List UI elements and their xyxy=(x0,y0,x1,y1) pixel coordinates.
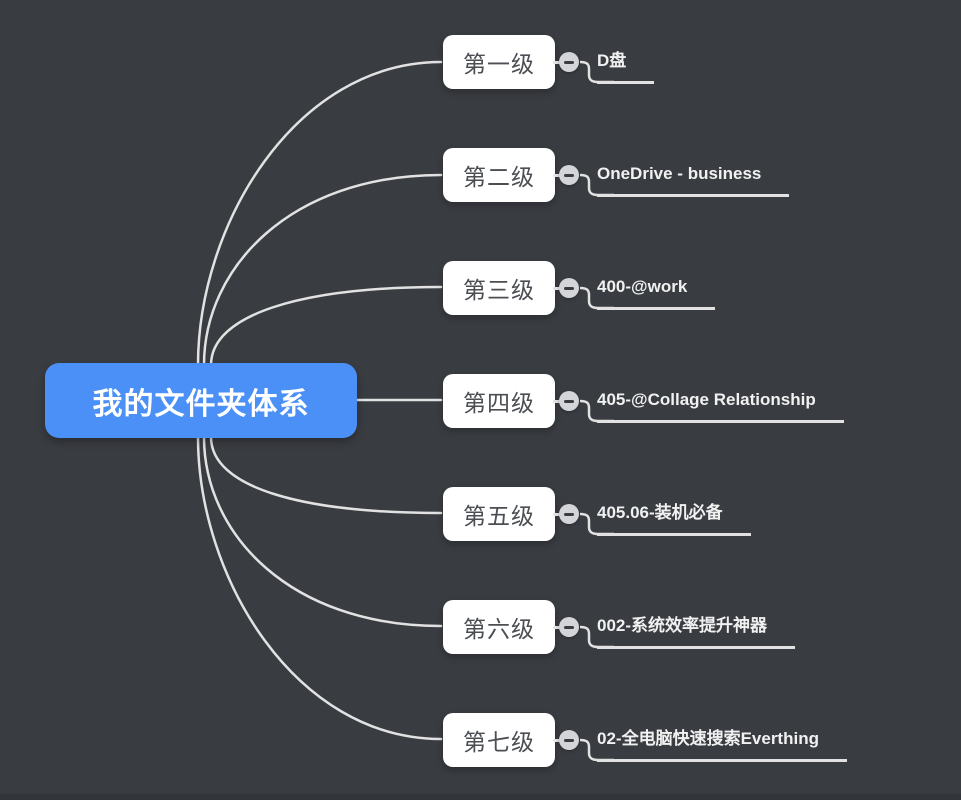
collapse-minus-icon[interactable] xyxy=(559,165,579,185)
collapse-minus-icon[interactable] xyxy=(559,730,579,750)
branch-row: 第四级 405-@Collage Relationship xyxy=(443,374,953,428)
branch-row: 第二级 OneDrive - business xyxy=(443,148,953,202)
branch-row: 第三级 400-@work xyxy=(443,261,953,315)
connector-stub xyxy=(553,400,563,403)
connector-stub xyxy=(553,287,563,290)
level-node-4[interactable]: 第四级 xyxy=(443,374,555,428)
collapse-minus-icon[interactable] xyxy=(559,391,579,411)
child-topic[interactable]: OneDrive - business xyxy=(597,161,790,197)
root-topic-node[interactable]: 我的文件夹体系 xyxy=(45,363,357,438)
level-node-label: 第三级 xyxy=(463,277,535,303)
canvas-bottom-edge xyxy=(0,794,961,800)
connector-stub xyxy=(553,174,563,177)
branch-curve xyxy=(209,435,443,515)
level-node-label: 第七级 xyxy=(463,729,535,755)
level-node-5[interactable]: 第五级 xyxy=(443,487,555,541)
collapse-minus-icon[interactable] xyxy=(559,504,579,524)
level-node-label: 第一级 xyxy=(463,51,535,77)
level-node-label: 第六级 xyxy=(463,616,535,642)
level-node-1[interactable]: 第一级 xyxy=(443,35,555,89)
branch-row: 第六级 002-系统效率提升神器 xyxy=(443,600,953,654)
branch-row: 第七级 02-全电脑快速搜索Everthing xyxy=(443,713,953,767)
child-topic[interactable]: D盘 xyxy=(597,48,655,84)
branch-curve xyxy=(202,435,443,628)
level-node-6[interactable]: 第六级 xyxy=(443,600,555,654)
branch-curve xyxy=(202,173,443,367)
connector-stub xyxy=(553,513,563,516)
level-node-label: 第二级 xyxy=(463,164,535,190)
branch-row: 第五级 405.06-装机必备 xyxy=(443,487,953,541)
level-node-2[interactable]: 第二级 xyxy=(443,148,555,202)
root-topic-label: 我的文件夹体系 xyxy=(92,387,310,421)
child-topic[interactable]: 405.06-装机必备 xyxy=(597,500,751,536)
collapse-minus-icon[interactable] xyxy=(559,52,579,72)
child-topic[interactable]: 002-系统效率提升神器 xyxy=(597,613,796,649)
level-node-label: 第五级 xyxy=(463,503,535,529)
collapse-minus-icon[interactable] xyxy=(559,617,579,637)
level-node-7[interactable]: 第七级 xyxy=(443,713,555,767)
level-node-3[interactable]: 第三级 xyxy=(443,261,555,315)
connector-stub xyxy=(553,61,563,64)
branch-row: 第一级 D盘 xyxy=(443,35,953,89)
branch-curve xyxy=(209,285,443,367)
child-topic[interactable]: 405-@Collage Relationship xyxy=(597,387,844,423)
child-topic[interactable]: 400-@work xyxy=(597,274,716,310)
branch-curve xyxy=(196,60,443,367)
child-topic[interactable]: 02-全电脑快速搜索Everthing xyxy=(597,726,847,762)
connector-stub xyxy=(553,739,563,742)
level-node-label: 第四级 xyxy=(463,390,535,416)
connector-stub xyxy=(553,626,563,629)
collapse-minus-icon[interactable] xyxy=(559,278,579,298)
branch-curve xyxy=(196,435,443,741)
